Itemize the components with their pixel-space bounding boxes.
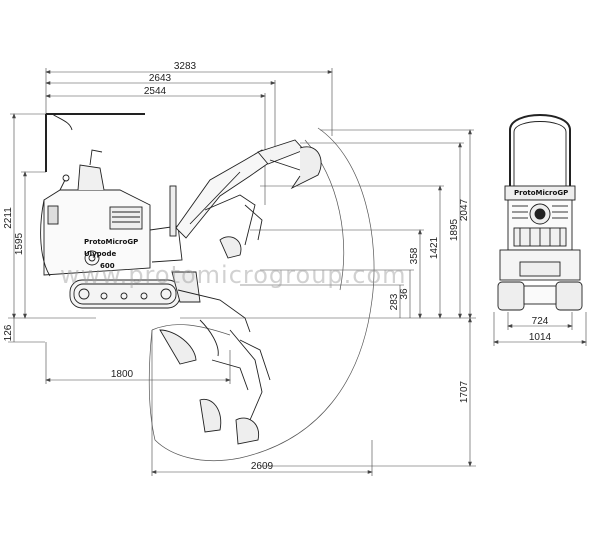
front-brand-decal: ProtoMicroGP	[514, 189, 568, 197]
dim-label-126: 126	[3, 324, 14, 341]
watermark-text: www.protomicrogroup.com	[60, 261, 407, 289]
dim-label-358: 358	[409, 247, 420, 264]
dim-label-3283: 3283	[174, 61, 197, 72]
side-model-number-decal: 600	[100, 262, 115, 270]
excavator-front-view	[497, 114, 583, 311]
dim-label-1014: 1014	[529, 332, 552, 343]
dim-label-1595: 1595	[14, 232, 25, 255]
dim-label-2643: 2643	[149, 73, 172, 84]
dim-label-1895: 1895	[449, 218, 460, 241]
dimension-line-1800	[45, 342, 231, 384]
dim-label-283: 283	[389, 293, 400, 310]
dim-label-2544: 2544	[144, 86, 167, 97]
dim-label-36: 36	[399, 288, 410, 300]
front-dimension-lines	[493, 312, 587, 346]
dim-label-1421: 1421	[429, 236, 440, 259]
side-brand-decal: ProtoMicroGP	[84, 238, 138, 246]
dim-label-724: 724	[532, 316, 549, 327]
dimension-lines-top	[45, 68, 333, 205]
dimension-lines-right	[180, 129, 476, 467]
dim-label-2609: 2609	[251, 461, 274, 472]
dim-label-2211: 2211	[3, 207, 14, 229]
dimension-line-2609	[151, 330, 373, 476]
side-model-decal: Ulypode	[84, 250, 116, 258]
dim-label-2047: 2047	[459, 198, 470, 221]
excavator-side-view	[40, 113, 322, 445]
dim-label-1707: 1707	[459, 380, 470, 403]
dim-label-1800: 1800	[111, 369, 134, 380]
